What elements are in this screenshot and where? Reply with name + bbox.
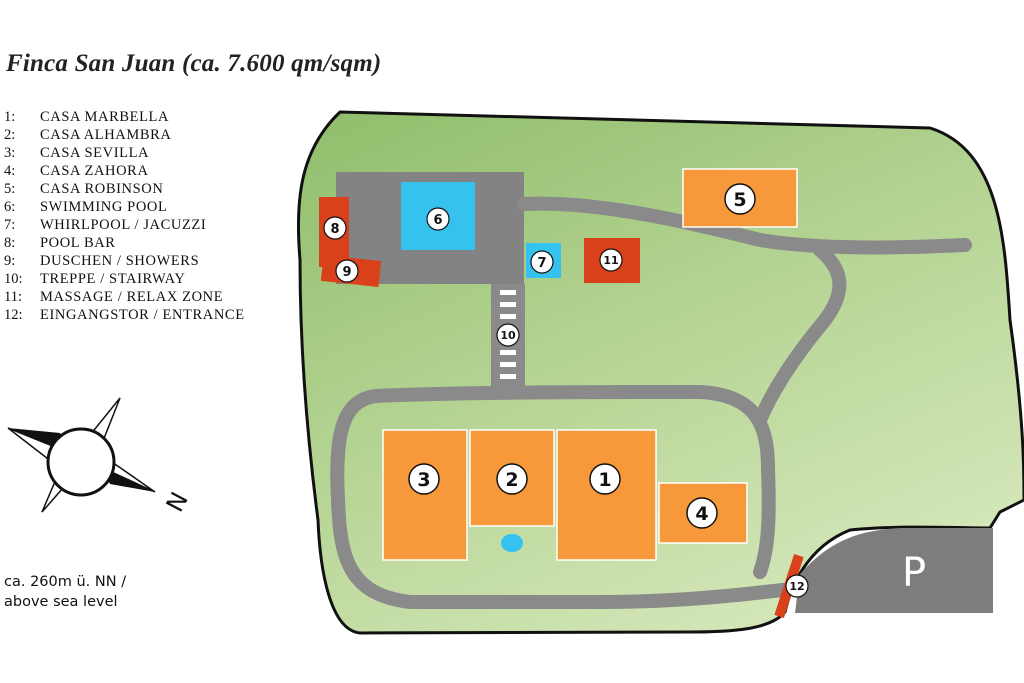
marker-6: 6 [426,207,450,231]
marker-12: 12 [785,574,809,598]
svg-text:7: 7 [537,256,546,271]
compass-rose-icon [7,397,156,513]
map-title: Finca San Juan (ca. 7.600 qm/sqm) [6,50,382,77]
casa-sevilla [382,429,468,561]
marker-4: 4 [686,497,718,529]
legend-item: 12:EINGANGSTOR / ENTRANCE [4,307,245,323]
svg-text:5: 5 [733,189,746,211]
legend-item: 6:SWIMMING POOL [4,199,168,215]
legend-list: 1:CASA MARBELLA 2:CASA ALHAMBRA 3:CASA S… [4,108,245,324]
casa-marbella [556,429,657,561]
small-pond [501,534,523,552]
marker-11: 11 [599,248,623,272]
legend-item: 10:TREPPE / STAIRWAY [4,271,186,287]
parking-label: P [902,550,926,596]
svg-text:9: 9 [342,265,351,280]
svg-text:6: 6 [433,213,442,228]
svg-text:10: 10 [500,329,516,342]
parking-area [795,528,993,613]
paths [330,196,972,609]
legend-item: 1:CASA MARBELLA [4,109,170,125]
marker-1: 1 [589,463,621,495]
altitude-line-2: above sea level [4,594,118,610]
svg-text:8: 8 [330,222,339,237]
legend-item: 2:CASA ALHAMBRA [4,127,172,143]
marker-7: 7 [530,250,554,274]
marker-9: 9 [335,259,359,283]
legend-item: 11:MASSAGE / RELAX ZONE [4,289,224,305]
altitude-note: ca. 260m ü. NN / above sea level [4,572,126,612]
svg-text:12: 12 [789,580,804,593]
legend-item: 9:DUSCHEN / SHOWERS [4,253,200,269]
svg-text:2: 2 [505,469,518,491]
legend-item: 3:CASA SEVILLA [4,145,150,161]
marker-10: 10 [496,323,520,347]
marker-3: 3 [408,463,440,495]
marker-5: 5 [724,183,756,215]
legend-item: 7:WHIRLPOOL / JACUZZI [4,217,207,233]
svg-text:3: 3 [417,469,430,491]
svg-text:1: 1 [598,469,611,491]
compass-north-label: N [161,488,194,517]
altitude-line-1: ca. 260m ü. NN / [4,574,127,590]
marker-2: 2 [496,463,528,495]
marker-8: 8 [323,216,347,240]
legend-item: 5:CASA ROBINSON [4,181,164,197]
svg-text:11: 11 [603,254,618,267]
stairway-steps [500,290,516,379]
svg-text:4: 4 [695,503,708,525]
legend-item: 8:POOL BAR [4,235,116,251]
legend-item: 4:CASA ZAHORA [4,163,149,179]
